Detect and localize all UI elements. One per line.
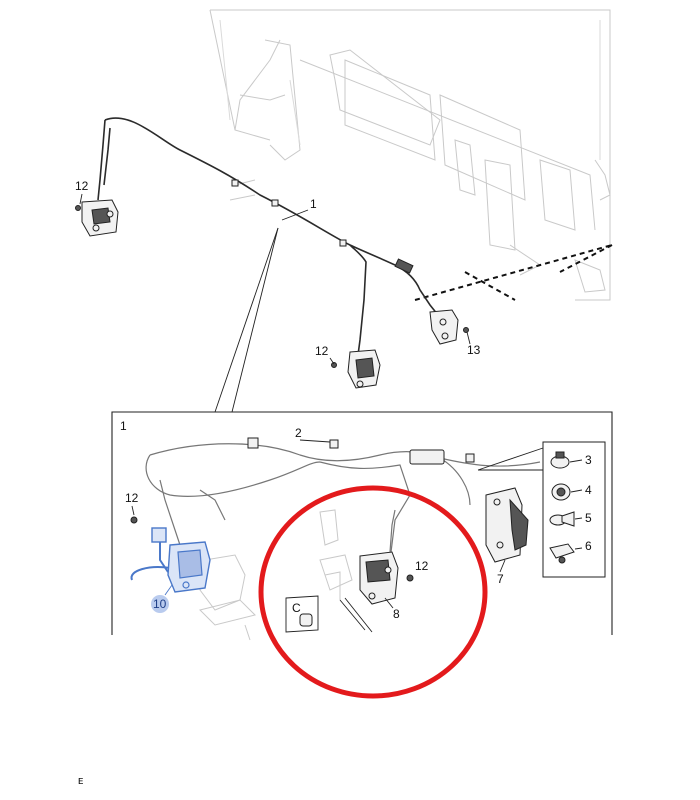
callout-6: 6 bbox=[585, 539, 592, 553]
callout-8: 8 bbox=[393, 607, 400, 621]
inset-detail: 1 2 10 12 bbox=[111, 411, 613, 699]
callout-5: 5 bbox=[585, 511, 592, 525]
callout-12-inset-right: 12 bbox=[415, 559, 429, 573]
callout-7: 7 bbox=[497, 572, 504, 586]
harness-top bbox=[97, 117, 439, 356]
latch-top-left bbox=[75, 199, 119, 237]
callout-12-top-mid: 12 bbox=[315, 344, 329, 358]
detail-c-label: C bbox=[292, 601, 301, 615]
callout-4: 4 bbox=[585, 483, 592, 497]
highlight-circle bbox=[258, 485, 488, 699]
striker-top bbox=[429, 309, 469, 345]
part-8-latch: 12 8 bbox=[319, 509, 429, 621]
callout-13: 13 bbox=[467, 343, 481, 357]
callout-10: 10 bbox=[153, 597, 167, 611]
callout-3: 3 bbox=[585, 453, 592, 467]
detail-c: C bbox=[285, 595, 373, 633]
cab-structure bbox=[209, 9, 611, 301]
callout-12-top-left: 12 bbox=[75, 179, 89, 193]
inset-leaders bbox=[214, 227, 279, 413]
callout-1-top: 1 bbox=[310, 197, 317, 211]
footer-mark: ᴇ bbox=[78, 775, 84, 787]
top-callouts: 12 1 12 13 bbox=[75, 179, 481, 365]
callout-12-inset-left: 12 bbox=[125, 491, 139, 505]
callout-2: 2 bbox=[295, 426, 302, 440]
fasteners-box: 3 4 5 6 bbox=[477, 441, 606, 578]
callout-1-inset: 1 bbox=[120, 419, 127, 433]
mounting-plane-dashes bbox=[414, 244, 613, 301]
latch-top-mid bbox=[331, 349, 381, 389]
part-10-highlighted: 10 bbox=[130, 527, 211, 613]
part-7-striker: 7 bbox=[485, 487, 529, 586]
